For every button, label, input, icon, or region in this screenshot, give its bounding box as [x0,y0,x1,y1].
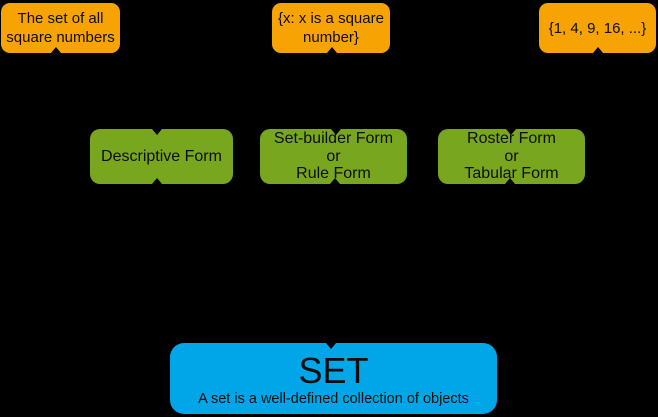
form-label-roster: Roster Form or Tabular Form [464,130,559,183]
arrowhead-notch-icon [51,47,61,53]
arrowhead-notch-icon [152,129,162,135]
form-box-set-builder: Set-builder Form or Rule Form [260,129,407,184]
example-label-roster: {1, 4, 9, 16, ...} [548,19,647,37]
arrowhead-notch-icon [506,129,516,135]
arrowhead-notch-icon [330,178,340,184]
example-label-descriptive: The set of all square numbers [6,10,115,46]
arrowhead-notch-icon [593,47,603,53]
example-box-roster: {1, 4, 9, 16, ...} [539,3,656,53]
example-box-set-builder: {x: x is a square number} [272,3,390,53]
set-definition: A set is a well-defined collection of ob… [198,390,469,407]
example-label-set-builder: {x: x is a square number} [278,10,384,46]
arrowhead-notch-icon [326,343,336,349]
arrowhead-notch-icon [327,47,337,53]
example-box-descriptive: The set of all square numbers [1,3,120,53]
arrowhead-notch-icon [152,178,162,184]
form-label-descriptive: Descriptive Form [101,147,222,165]
set-title: SET [298,349,369,391]
arrowhead-notch-icon [505,178,515,184]
form-box-roster: Roster Form or Tabular Form [438,129,585,184]
arrowhead-notch-icon [331,129,341,135]
form-label-set-builder: Set-builder Form or Rule Form [273,130,394,183]
form-box-descriptive: Descriptive Form [90,129,233,184]
set-root-box: SET A set is a well-defined collection o… [170,343,497,414]
